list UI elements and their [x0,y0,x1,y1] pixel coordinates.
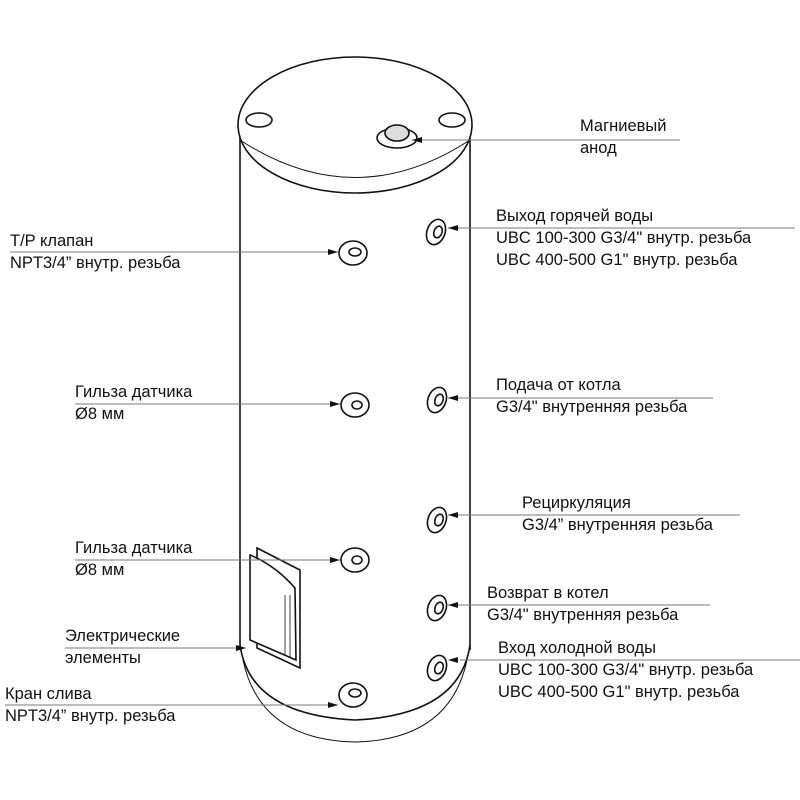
label-tp-valve-line2: NPT3/4” внутр. резьба [10,254,181,272]
label-hot-out: Выход горячей воды UBC 100-300 G3/4" вну… [496,205,751,271]
sensor-pocket-1 [340,392,370,418]
label-tp-valve-line1: T/P клапан [10,232,94,250]
label-sensor-1-line1: Гильза датчика [75,383,193,401]
label-recirc-line1: Рециркуляция [522,494,631,512]
label-sensor-2: Гильза датчика Ø8 мм [75,537,192,581]
label-anode: Магниевый анод [580,115,666,159]
top-boss-right [438,112,466,128]
arrow-tp-valve [328,249,338,255]
arrow-hot-out [448,225,458,231]
label-electric-line2: элементы [65,649,141,667]
arrow-electric [236,645,246,651]
tank-bottom [239,644,471,721]
label-drain-line2: NPT3/4” внутр. резьба [5,707,176,725]
lid-rim [239,139,471,178]
label-boiler-return-line2: G3/4" внутренняя резьба [487,606,679,624]
boiler-return-fitting [426,594,448,622]
arrow-boiler-return [448,602,458,608]
label-cold-in-line3: UBC 400-500 G1" внутр. резьба [498,683,740,701]
label-sensor-1: Гильза датчика Ø8 мм [75,381,192,425]
tank-base-ring [242,659,468,743]
tp-valve-fitting [338,240,368,266]
arrow-sensor-1 [330,401,340,407]
label-anode-line1: Магниевый [580,117,667,135]
arrow-sensor-2 [330,557,340,563]
anode-fitting [376,124,418,149]
label-boiler-return: Возврат в котел G3/4" внутренняя резьба [487,582,678,626]
label-boiler-flow-line2: G3/4" внутренняя резьба [496,398,688,416]
label-drain: Кран слива NPT3/4” внутр. резьба [5,683,175,727]
label-cold-in-line2: UBC 100-300 G3/4" внутр. резьба [498,661,754,679]
electric-element-housing [249,546,301,670]
label-electric: Электрические элементы [65,625,180,669]
label-sensor-2-line1: Гильза датчика [75,539,193,557]
label-boiler-return-line1: Возврат в котел [487,584,609,602]
label-cold-in-line1: Вход холодной воды [498,639,657,657]
label-recirc-line2: G3/4” внутренняя резьба [522,516,713,534]
tank-top-lid [237,56,473,194]
arrow-cold-in [448,657,458,663]
label-tp-valve: T/P клапан NPT3/4” внутр. резьба [10,230,180,274]
sensor-pocket-2 [340,547,370,573]
label-hot-out-line1: Выход горячей воды [496,207,654,225]
boiler-flow-fitting [426,386,448,414]
label-hot-out-line3: UBC 400-500 G1" внутр. резьба [496,251,738,269]
label-recirc: Рециркуляция G3/4” внутренняя резьба [522,492,713,536]
label-anode-line2: анод [580,139,617,157]
label-sensor-2-line2: Ø8 мм [75,561,125,579]
label-drain-line1: Кран слива [5,685,92,703]
label-electric-line1: Электрические [65,627,181,645]
top-boss-left [245,112,273,128]
arrow-drain [328,702,338,708]
arrow-boiler-flow [448,395,458,401]
arrow-recirc [448,512,458,518]
recirc-fitting [426,506,448,534]
hot-out-fitting [425,218,447,246]
arrow-anode [412,137,422,143]
label-boiler-flow: Подача от котла G3/4" внутренняя резьба [496,374,687,418]
label-cold-in: Вход холодной воды UBC 100-300 G3/4" вну… [498,637,753,703]
drain-fitting [338,682,368,708]
label-sensor-1-line2: Ø8 мм [75,405,125,423]
label-boiler-flow-line1: Подача от котла [496,376,621,394]
label-hot-out-line2: UBC 100-300 G3/4" внутр. резьба [496,229,752,247]
cold-in-fitting [426,654,448,682]
